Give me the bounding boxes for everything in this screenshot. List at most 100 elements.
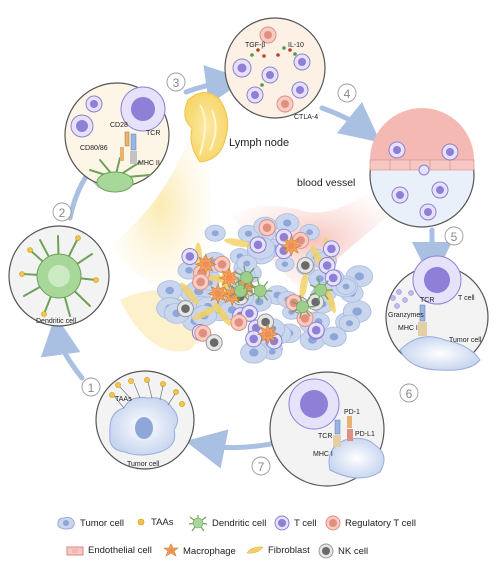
step-number-6: 6 bbox=[406, 387, 413, 401]
nk-cell-icon bbox=[318, 543, 334, 559]
legend-label-fibro: Fibroblast bbox=[268, 544, 310, 556]
tcr-label-6: TCR bbox=[420, 297, 434, 304]
nk-cell-nucleus bbox=[261, 317, 270, 327]
legend: Tumor cell TAAs Dendritic cell T cell Re… bbox=[0, 508, 498, 579]
tumor-cell-nucleus bbox=[243, 260, 251, 267]
legend-regulatory-t-cell: Regulatory T cell bbox=[325, 515, 416, 531]
lymph-node-label: Lymph node bbox=[229, 137, 289, 149]
step-2-dendritic-cell: Dendritic cell bbox=[8, 225, 110, 327]
lymph-flow bbox=[110, 120, 212, 292]
tcr-label-7: TCR bbox=[318, 433, 332, 440]
legend-tumor-cell: Tumor cell bbox=[56, 516, 124, 530]
regulatory-t-cell-nucleus bbox=[198, 328, 208, 338]
lymph-node bbox=[184, 92, 229, 163]
pd-l1-label: PD-L1 bbox=[355, 431, 375, 438]
fibroblast bbox=[192, 305, 218, 320]
tcr-label-3: TCR bbox=[146, 130, 160, 137]
fibroblast bbox=[324, 286, 336, 314]
il-10-label: IL-10 bbox=[288, 42, 304, 49]
nk-cell-nucleus bbox=[301, 261, 310, 270]
legend-taas: TAAs bbox=[135, 516, 174, 528]
t-cell-nucleus bbox=[327, 244, 336, 254]
step-number-2: 2 bbox=[59, 206, 66, 220]
dendritic-cell bbox=[253, 284, 267, 298]
legend-macrophage: Macrophage bbox=[163, 543, 236, 559]
macrophage-nucleus bbox=[287, 242, 295, 250]
legend-label-taas: TAAs bbox=[151, 516, 174, 528]
step-7-checkpoint: PD-1 PD-L1 TCR MHC I bbox=[269, 371, 385, 487]
pd-1-label: PD-1 bbox=[344, 409, 360, 416]
macrophage-nucleus bbox=[264, 330, 272, 338]
legend-label-endo: Endothelial cell bbox=[88, 545, 152, 556]
step-4-regulation: TGF-β IL-10 CTLA-4 bbox=[224, 17, 326, 121]
step-number-4: 4 bbox=[344, 87, 351, 101]
tumor-microenvironment bbox=[156, 213, 374, 364]
t-cell-nucleus bbox=[311, 325, 321, 335]
tumor-cell-nucleus bbox=[315, 275, 324, 282]
regulatory-t-cell-nucleus bbox=[262, 223, 272, 233]
legend-endothelial-cell: Endothelial cell bbox=[66, 545, 152, 556]
tumor-cell-nucleus bbox=[283, 219, 292, 227]
legend-label-treg: Regulatory T cell bbox=[345, 517, 416, 529]
legend-label-nk: NK cell bbox=[338, 545, 369, 557]
tumor-cell-label-6: Tumor cell bbox=[449, 337, 482, 344]
t-cell-nucleus bbox=[328, 273, 338, 283]
regulatory-t-cell-icon bbox=[325, 515, 341, 531]
regulatory-t-cell-nucleus bbox=[217, 260, 227, 269]
legend-label-dendritic: Dendritic cell bbox=[212, 517, 267, 529]
taa-particles bbox=[109, 377, 185, 407]
fibroblast bbox=[180, 282, 199, 305]
nk-cell-nucleus bbox=[311, 297, 320, 307]
tumor-cell-nucleus bbox=[354, 272, 365, 281]
tumor-cell-nucleus bbox=[352, 307, 362, 316]
tumor-cell-nucleus bbox=[211, 230, 219, 237]
tumor-cell-nucleus bbox=[255, 298, 264, 306]
step-3-t-cell-priming: CD28 TCR CD80/86 MHC II bbox=[64, 82, 170, 193]
dendritic-cell-label: Dendritic cell bbox=[36, 318, 77, 325]
t-cell-nucleus bbox=[245, 309, 254, 318]
step-5-infiltration bbox=[369, 108, 475, 228]
step-number-1: 1 bbox=[88, 381, 95, 395]
macrophage-nucleus bbox=[214, 290, 222, 298]
dendritic-cell bbox=[314, 283, 328, 297]
step-1-antigen-release: TAAs Tumor cell bbox=[95, 370, 195, 470]
legend-nk-cell: NK cell bbox=[318, 543, 368, 559]
t-cell-nucleus bbox=[249, 334, 258, 344]
mhc-ii-label: MHC II bbox=[138, 160, 160, 167]
taa-icon bbox=[137, 518, 145, 526]
regulatory-t-cell-nucleus bbox=[196, 277, 205, 287]
granzymes-label: Granzymes bbox=[388, 312, 424, 319]
step-number-5: 5 bbox=[451, 230, 458, 244]
t-cell-nucleus bbox=[279, 232, 289, 242]
fibroblast bbox=[224, 238, 252, 248]
step-numbers: 1 2 3 4 5 6 7 bbox=[52, 72, 464, 476]
legend-fibroblast: Fibroblast bbox=[246, 544, 310, 556]
vessel-blood-flow bbox=[230, 190, 400, 290]
step-number-7: 7 bbox=[258, 460, 265, 474]
fibroblast-icon bbox=[246, 546, 264, 554]
cd28-label: CD28 bbox=[110, 122, 128, 129]
endothelial-cell-icon bbox=[66, 546, 84, 555]
fibroblast bbox=[213, 302, 231, 326]
regulatory-t-cell-nucleus bbox=[234, 318, 244, 327]
dendritic-cell bbox=[240, 271, 253, 284]
t-cell-nucleus bbox=[279, 246, 289, 255]
tumor-cell-nucleus bbox=[306, 229, 314, 236]
fibroblast bbox=[299, 271, 308, 300]
dendritic-cell-shape bbox=[21, 235, 97, 317]
tgf-b-label: TGF-β bbox=[245, 42, 265, 49]
tumor-cell-icon bbox=[57, 516, 75, 530]
arrow-3-to-4 bbox=[183, 65, 246, 105]
cd80-86-label: CD80/86 bbox=[80, 145, 108, 152]
legend-label-tumor: Tumor cell bbox=[80, 517, 124, 529]
nk-cell-nucleus bbox=[209, 338, 219, 347]
legend-dendritic-cell: Dendritic cell bbox=[188, 514, 266, 532]
arrow-4-to-5 bbox=[319, 101, 381, 143]
macrophage-nucleus bbox=[202, 260, 210, 268]
step-number-3: 3 bbox=[173, 76, 180, 90]
legend-label-macro: Macrophage bbox=[183, 545, 236, 557]
taas-label-1: TAAs bbox=[115, 396, 132, 403]
tumor-cell-nucleus bbox=[185, 267, 193, 274]
tumor-cell-label-1: Tumor cell bbox=[127, 461, 160, 468]
